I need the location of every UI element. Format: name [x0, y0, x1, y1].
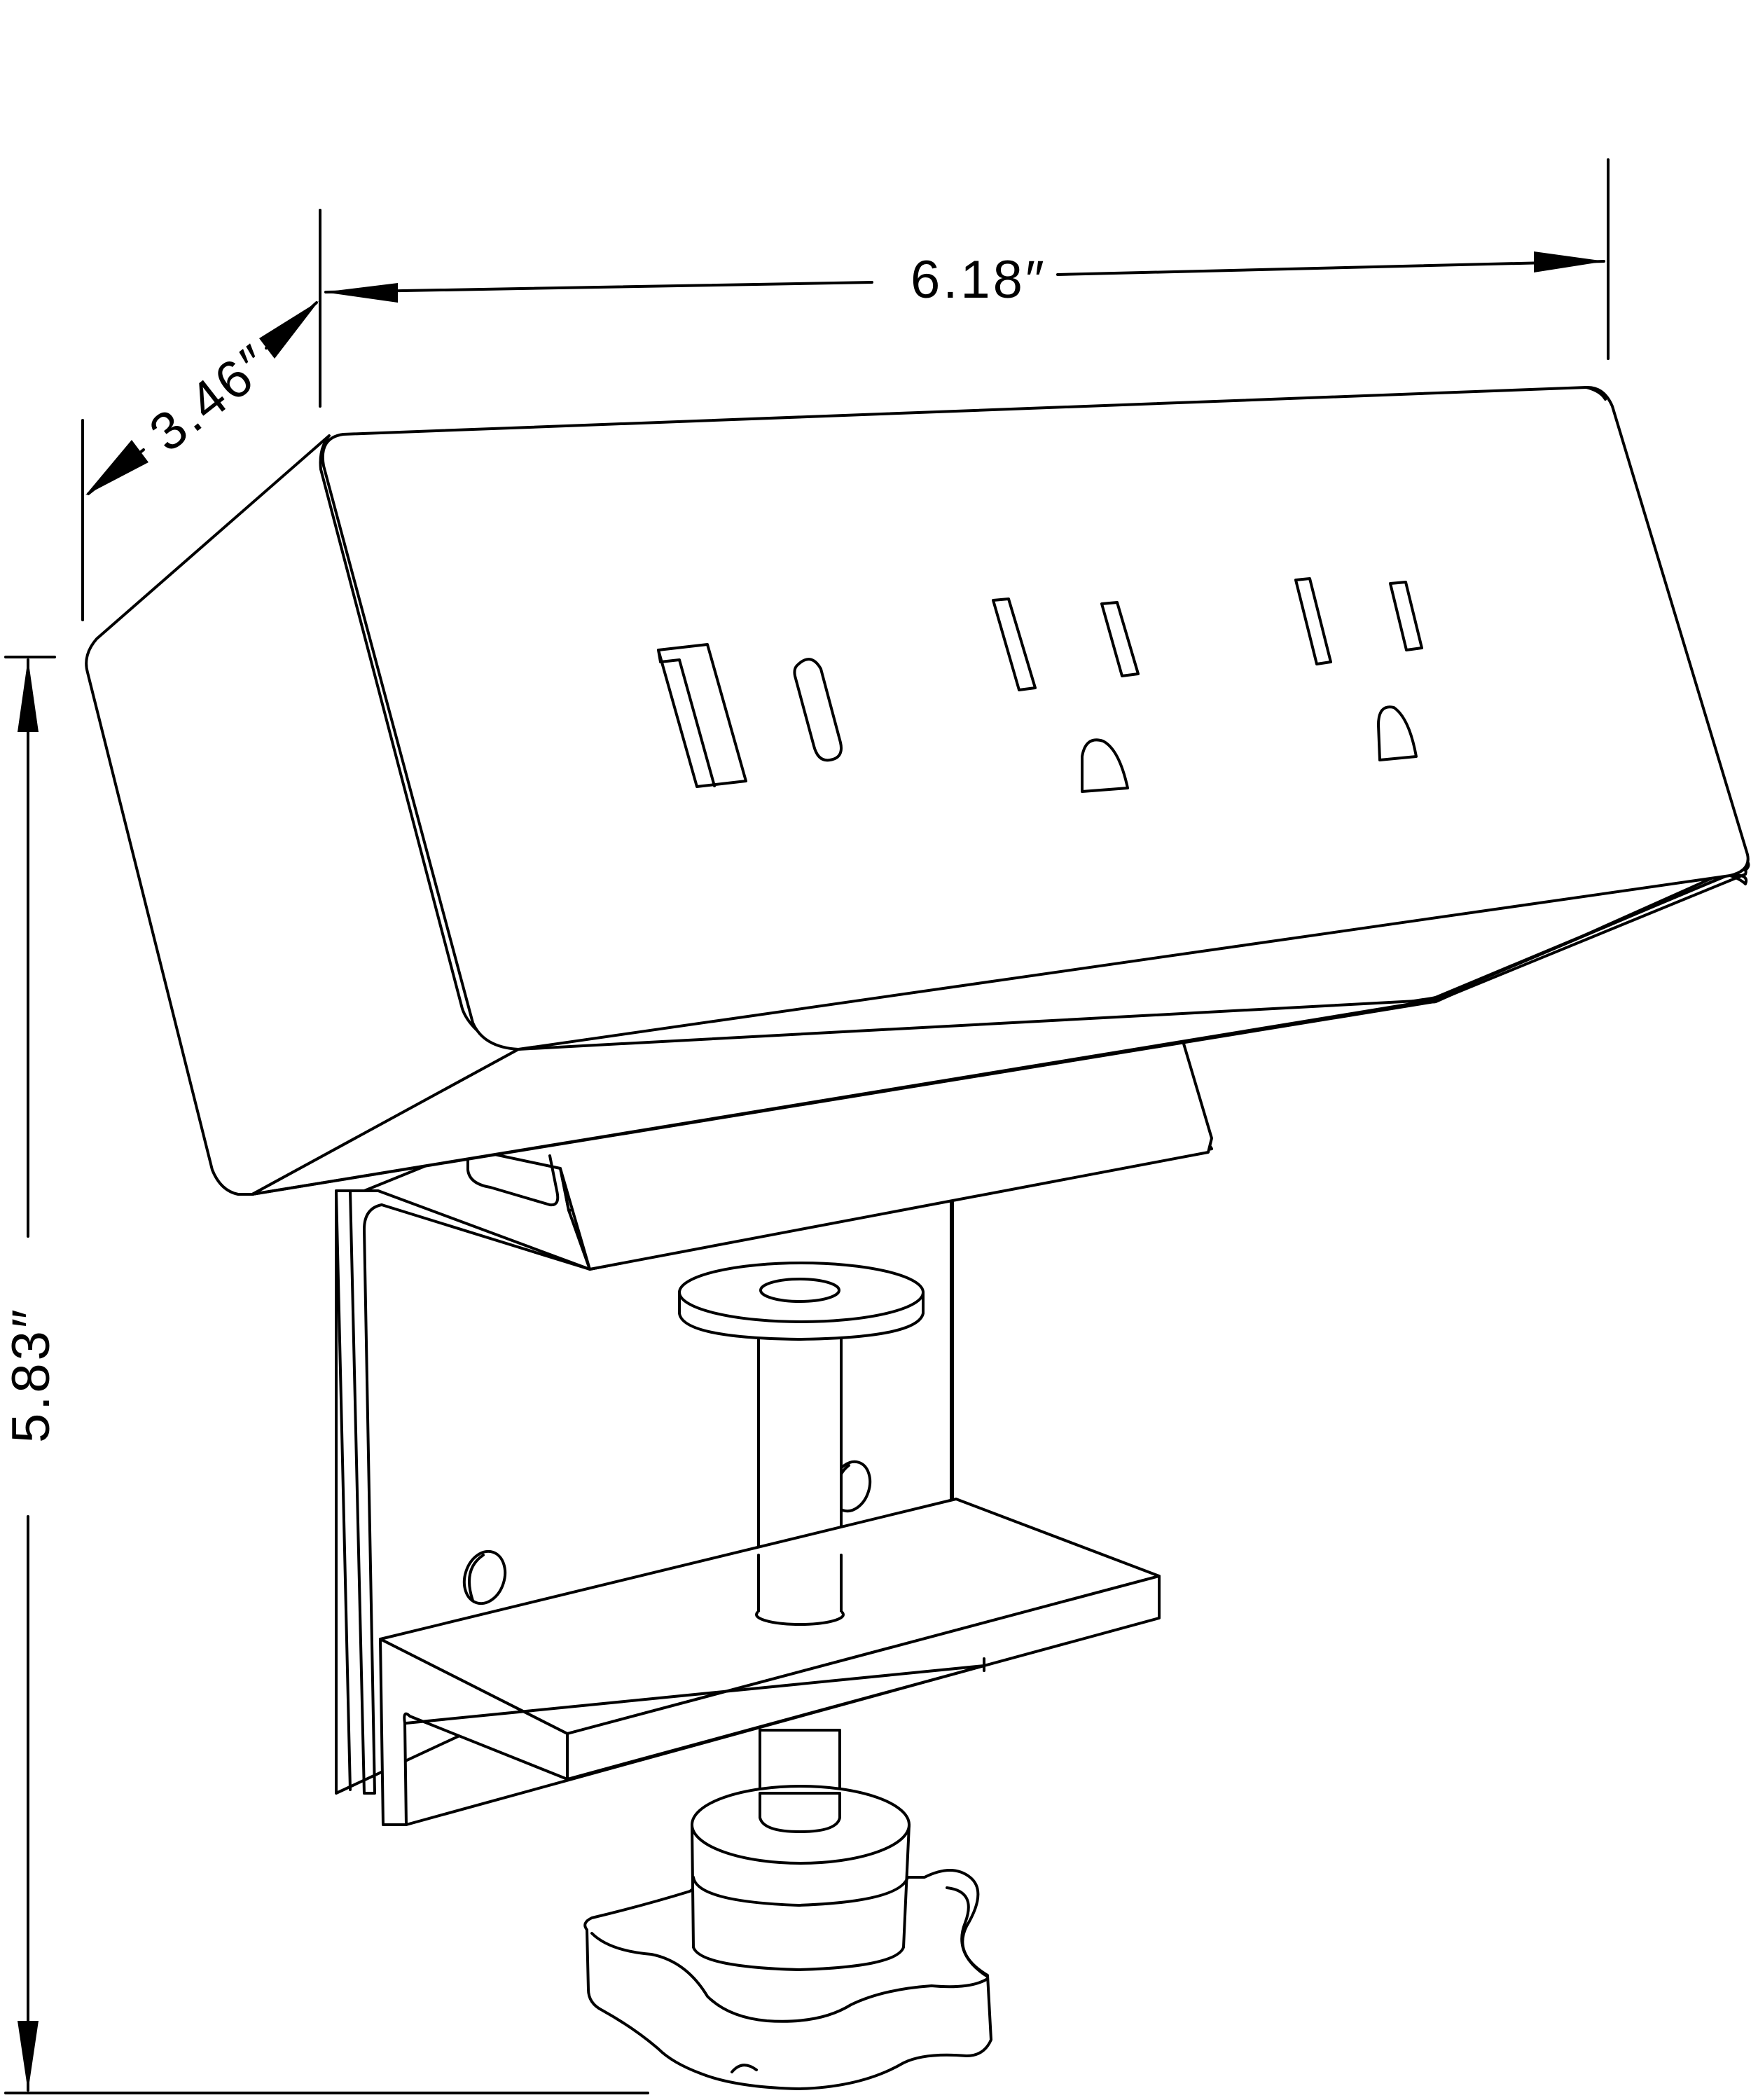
- clamp-lower-jaw: [379, 1498, 1161, 1826]
- width-label: 6.18″: [911, 250, 1047, 310]
- width-arrow-right-icon: [1534, 251, 1605, 272]
- bracket-left-edge: [335, 1189, 352, 1791]
- outlet-2-right-slot-icon: [1100, 601, 1140, 677]
- housing-bottom-edge-front: [251, 999, 1434, 1196]
- housing-bottom-edge-right: [1431, 876, 1724, 1002]
- knob-star-top-edge: [590, 1932, 989, 2023]
- height-dimension: 5.83″: [1, 656, 649, 2094]
- knob-shaft-collar: [759, 1792, 841, 1833]
- bracket-left-edge-inner: [349, 1189, 366, 1795]
- depth-arrow-lower-icon: [85, 440, 148, 495]
- usb-port-inner-icon: [657, 649, 716, 787]
- depth-label: 3.46″: [139, 332, 283, 463]
- depth-arrow-upper-icon: [259, 301, 319, 359]
- height-label: 5.83″: [1, 1306, 61, 1443]
- outlet-2[interactable]: [992, 597, 1140, 793]
- bracket-tab: [466, 1147, 560, 1207]
- outlet-1-rounded-slot-icon: [793, 658, 843, 762]
- housing-corner-chamfer: [1729, 873, 1747, 885]
- pressure-pad-top: [678, 1262, 925, 1323]
- mount-hole-icon: [462, 1549, 507, 1605]
- outlet-3-ground-hole-icon: [1377, 705, 1418, 761]
- mount-hole-inner-icon: [468, 1554, 485, 1602]
- bracket-support-block: [559, 1043, 1213, 1271]
- width-dimension: 6.18″: [319, 158, 1610, 408]
- power-housing: [85, 385, 1750, 1196]
- outlet-3-left-slot-icon: [1294, 577, 1332, 665]
- outlet-2-ground-hole-icon: [1081, 738, 1129, 793]
- width-dimension-line-right: [1056, 260, 1605, 276]
- width-dimension-line-left: [324, 281, 873, 293]
- pressure-pad-hole: [759, 1278, 840, 1303]
- outlet-1[interactable]: [793, 658, 843, 762]
- usb-port-outline-icon: [657, 643, 747, 788]
- knob-body-ring: [692, 1876, 909, 1907]
- knob-body: [691, 1823, 911, 1971]
- outlet-3[interactable]: [1294, 577, 1423, 761]
- bracket-left-fold: [363, 1203, 383, 1795]
- knob-lobe-right: [946, 1886, 989, 1978]
- jaw-bottom-edge: [405, 1664, 985, 1826]
- width-arrow-left-icon: [324, 283, 398, 303]
- outlet-group: [657, 577, 1423, 793]
- clamp-knob: [583, 1729, 992, 2090]
- height-arrow-top-icon: [18, 658, 39, 732]
- usb-port[interactable]: [657, 643, 747, 788]
- jaw-inner-edge: [405, 1664, 985, 1725]
- housing-front-face: [321, 385, 1750, 1051]
- height-arrow-bottom-icon: [18, 2021, 39, 2092]
- jaw-left-side: [379, 1638, 569, 1826]
- screw-shaft-through: [759, 1555, 841, 1615]
- knob-lobe-bottom: [731, 2064, 758, 2073]
- housing-top-right-bevel: [1585, 386, 1607, 401]
- outlet-2-left-slot-icon: [992, 597, 1037, 691]
- outlet-3-right-slot-icon: [1389, 581, 1423, 651]
